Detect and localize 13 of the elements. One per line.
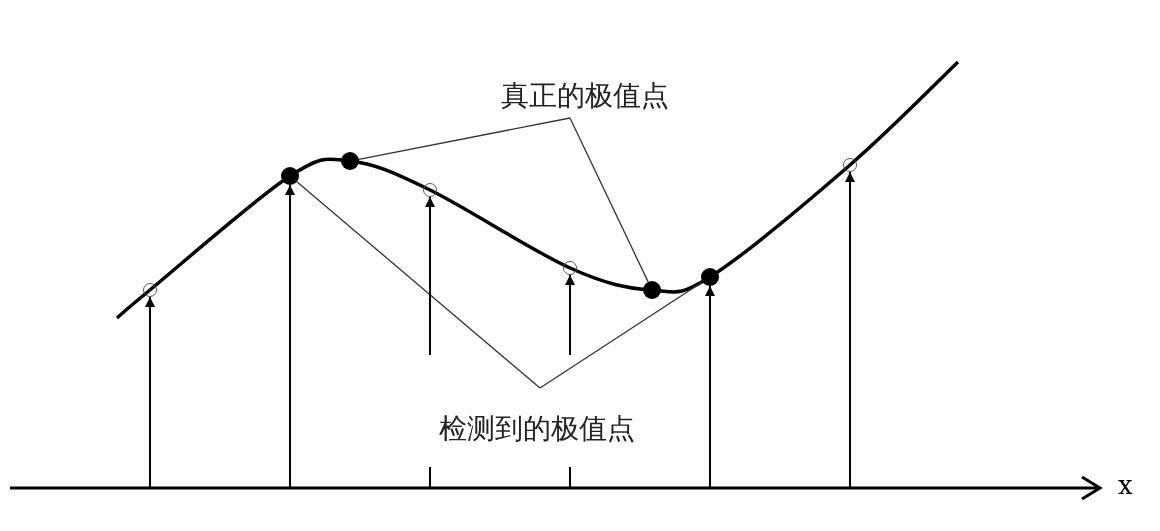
arrow — [145, 296, 155, 489]
leader-line — [296, 181, 541, 389]
arrow — [285, 184, 295, 489]
callout-label: 检测到的极值点 — [439, 412, 635, 446]
arrow — [565, 274, 575, 489]
leader-line — [358, 117, 571, 160]
leader-line — [539, 281, 704, 389]
arrow — [425, 196, 435, 489]
axis-label: x — [1118, 472, 1133, 498]
arrow — [845, 171, 855, 489]
leader-line — [569, 117, 649, 283]
arrow — [705, 285, 715, 489]
callout-label: 真正的极值点 — [501, 79, 669, 113]
